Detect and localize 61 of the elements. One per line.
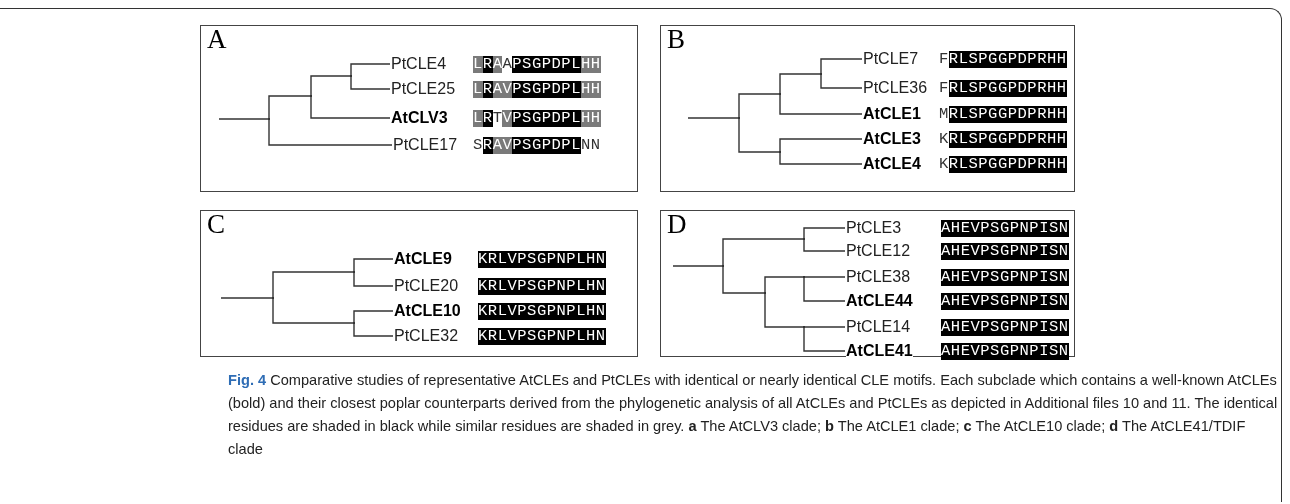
tree-branch — [310, 95, 391, 119]
tree-branch — [218, 118, 270, 120]
panel-letter: C — [207, 209, 225, 239]
tree-branch — [272, 271, 355, 299]
sequence-motif: AHEVPSGPNPISN — [941, 219, 1069, 237]
tree-branch — [820, 58, 863, 75]
tree-branch — [672, 265, 724, 267]
tree-branch — [722, 238, 805, 267]
tree-branch — [803, 238, 846, 252]
sequence-motif: KRLVPSGPNPLHN — [478, 302, 606, 320]
sequence-motif: FRLSPGGPDPRHH — [939, 50, 1067, 68]
tree-branch — [687, 117, 740, 119]
tree-branch — [353, 258, 394, 273]
tree-branch — [738, 93, 781, 119]
sequence-motif: AHEVPSGPNPISN — [941, 342, 1069, 360]
tree-branch — [820, 73, 863, 89]
sequence-motif: LRAVPSGPDPLHH — [473, 80, 601, 98]
sequence-motif: KRLVPSGPNPLHN — [478, 277, 606, 295]
tree-branch — [353, 271, 394, 287]
figure-caption: Fig. 4 Comparative studies of representative AtCLEs and PtCLEs with identical or nearly identical CLE motifs. Each subclade which contains a well-known AtCLEs (bold) and their closest poplar counterparts derived from the phylogenetic analysis of all AtCLEs and PtCLEs as depicted in Additional files 10 and 11. The identical residues are shaded in black while similar residues are shaded in grey. a The AtCLV3 clade; b The AtCLE1 clade; c The AtCLE10 clade; d The AtCLE41/TDIF clade — [228, 371, 1278, 459]
tree-branch — [268, 95, 312, 120]
tree-branch — [353, 310, 394, 324]
tree-branch — [272, 297, 355, 324]
tree-branch — [803, 326, 846, 328]
sequence-motif: AHEVPSGPNPISN — [941, 242, 1069, 260]
tree-branch — [310, 75, 352, 97]
sequence-motif: AHEVPSGPNPISN — [941, 292, 1069, 310]
tree-branch — [722, 265, 766, 294]
tree-branch — [268, 118, 393, 146]
sequence-motif: KRLSPGGPDPRHH — [939, 130, 1067, 148]
sequence-motif: FRLSPGGPDPRHH — [939, 79, 1067, 97]
panel-letter: B — [667, 24, 685, 54]
panel-letter: D — [667, 209, 687, 239]
sequence-motif: KRLVPSGPNPLHN — [478, 327, 606, 345]
tree-branch — [803, 326, 846, 352]
tree-branch — [350, 63, 391, 77]
panel-frame — [660, 210, 1075, 357]
panel-frame — [200, 25, 638, 192]
sequence-motif: AHEVPSGPNPISN — [941, 318, 1069, 336]
sequence-motif: SRAVPSGPDPLNN — [473, 136, 601, 154]
sequence-motif: KRLVPSGPNPLHN — [478, 250, 606, 268]
tree-branch — [779, 138, 863, 153]
tree-branch — [779, 151, 863, 165]
tree-branch — [779, 93, 863, 115]
tree-branch — [779, 73, 822, 95]
tree-branch — [803, 227, 846, 240]
sequence-motif: MRLSPGGPDPRHH — [939, 105, 1067, 123]
taxon-label: AtCLE41 — [846, 342, 913, 360]
panel-frame — [200, 210, 638, 357]
tree-branch — [353, 322, 394, 337]
tree-branch — [764, 276, 805, 294]
tree-branch — [803, 276, 846, 302]
tree-branch — [803, 276, 846, 278]
sequence-motif: AHEVPSGPNPISN — [941, 268, 1069, 286]
panel-letter: A — [207, 24, 227, 54]
tree-branch — [220, 297, 274, 299]
sequence-motif: KRLSPGGPDPRHH — [939, 155, 1067, 173]
panel-frame — [660, 25, 1075, 192]
tree-branch — [350, 75, 391, 90]
tree-branch — [764, 292, 805, 328]
tree-branch — [738, 117, 781, 153]
